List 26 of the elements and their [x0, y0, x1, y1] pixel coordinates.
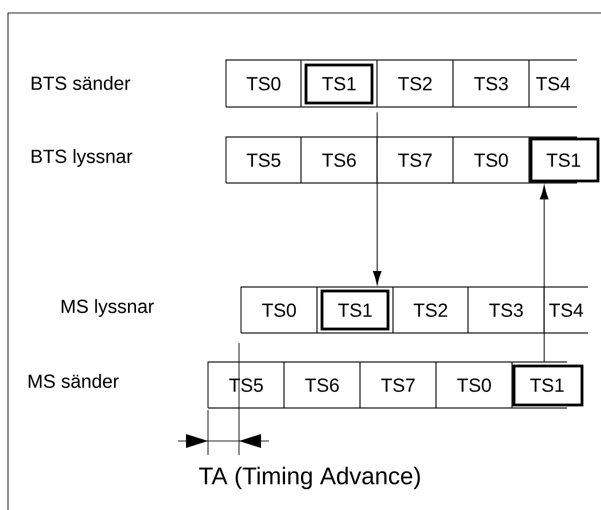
time-slot-cell: TS7: [360, 362, 436, 408]
time-slot-cell: TS0: [226, 60, 302, 108]
time-slot-cell: TS3: [468, 286, 544, 334]
time-slot-cell: TS2: [392, 286, 468, 334]
time-slot-cell: TS1: [512, 362, 584, 408]
row-label: BTS lyssnar: [32, 149, 132, 167]
time-slot-cell: TS2: [376, 60, 454, 108]
row-label: BTS sänder: [32, 76, 130, 90]
time-slot-cell: TS0: [240, 286, 318, 334]
time-slot-cell: TS1: [528, 136, 600, 184]
arrow: [540, 185, 548, 362]
time-slot-cell: TS7: [376, 136, 454, 184]
time-slot-cell: TS4: [544, 286, 588, 334]
time-slot-cell: TS0: [452, 136, 530, 184]
row-label: TA (Timing Advance): [199, 466, 420, 490]
time-slot-cell: TS0: [436, 362, 512, 408]
time-slot-cell: TS6: [300, 136, 378, 184]
time-slot-cell: TS5: [226, 136, 302, 184]
time-slot-cell: TS1: [300, 60, 378, 108]
time-slot-cell: TS3: [452, 60, 530, 108]
arrow: [372, 112, 382, 285]
time-slot-cell: TS4: [528, 60, 578, 108]
row-label: MS sänder: [28, 374, 119, 388]
time-slot-cell: TS6: [284, 362, 360, 408]
row-label: MS lyssnar: [62, 299, 154, 317]
time-slot-cell: TS1: [316, 286, 394, 334]
